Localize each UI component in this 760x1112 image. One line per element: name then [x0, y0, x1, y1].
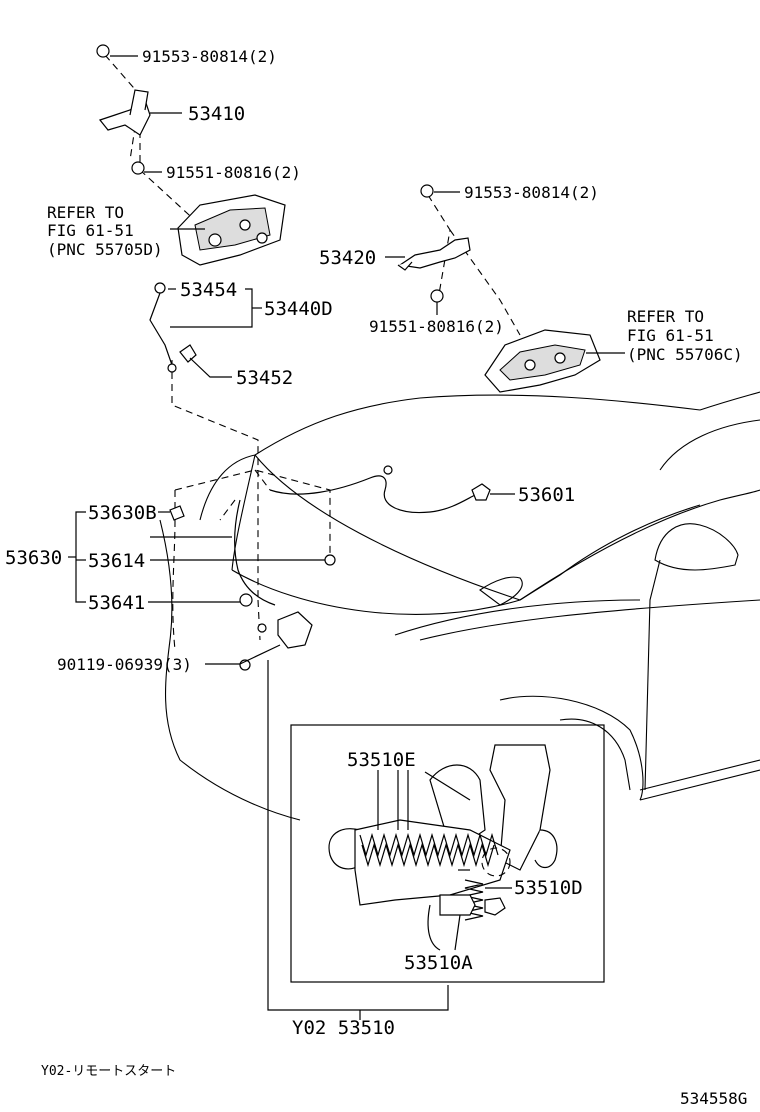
label-clip: 53452 — [236, 367, 293, 389]
label-bolt-top-left: 91553-80814(2) — [142, 47, 277, 66]
detail-inset — [290, 724, 605, 983]
label-refer-right-3: (PNC 55706C) — [627, 345, 743, 364]
dashed-leaders — [104, 54, 521, 651]
label-refer-right-1: REFER TO — [627, 307, 704, 326]
figure-code: 534558G — [680, 1089, 747, 1108]
spring-coil-left — [359, 832, 499, 868]
label-leaders — [68, 55, 625, 1020]
label-bracket-right: 53420 — [319, 247, 376, 269]
label-sub-b: 53614 — [88, 550, 145, 572]
label-bolt-mid-right: 91551-80816(2) — [369, 317, 504, 336]
label-detail-a: 53510A — [404, 952, 473, 974]
right-hinge-assembly — [397, 184, 601, 393]
part-labels: 91553-80814(2) 53410 91551-80816(2) REFE… — [5, 47, 747, 1108]
label-refer-left-2: FIG 61-51 — [47, 221, 134, 240]
label-refer-left-3: (PNC 55705D) — [47, 240, 163, 259]
label-sub-c: 53641 — [88, 592, 145, 614]
label-refer-right-2: FIG 61-51 — [627, 326, 714, 345]
label-cushion: 53601 — [518, 484, 575, 506]
label-lock-assy: Y02 53510 — [292, 1017, 395, 1039]
label-refer-left-1: REFER TO — [47, 203, 124, 222]
label-cable-assy: 53440D — [264, 298, 333, 320]
label-bracket-left: 53410 — [188, 103, 245, 125]
label-bolt-lock: 90119-06939(3) — [57, 655, 192, 674]
label-detail-d: 53510D — [514, 877, 583, 899]
label-sub-a: 53630B — [88, 502, 157, 524]
label-bolt-mid-left: 91551-80816(2) — [166, 163, 301, 182]
footnote: Y02-リモートスタート — [41, 1064, 176, 1079]
label-bolt-top-right: 91553-80814(2) — [464, 183, 599, 202]
car-body-outline — [159, 391, 760, 821]
label-detail-e: 53510E — [347, 749, 416, 771]
cable-and-clips — [149, 282, 491, 671]
label-group: 53630 — [5, 547, 62, 569]
left-hinge-assembly — [96, 44, 286, 266]
label-cable-end: 53454 — [180, 279, 237, 301]
